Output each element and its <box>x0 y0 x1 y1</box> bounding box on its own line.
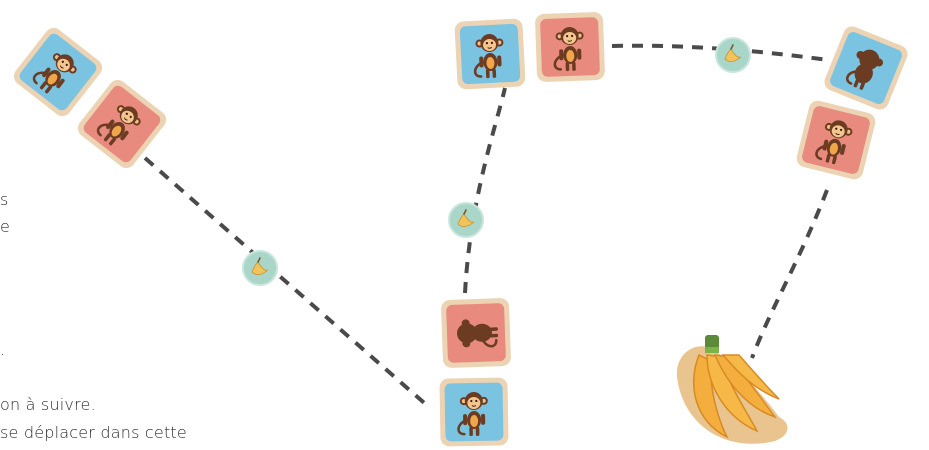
tile-a1 <box>10 24 106 120</box>
instruction-line-5: se déplacer dans cette <box>0 423 187 442</box>
path-segment-2 <box>463 87 507 294</box>
path-lines <box>143 43 829 410</box>
tile-b2 <box>534 11 606 83</box>
tile-c1 <box>821 23 911 113</box>
path-segment-4 <box>750 189 829 359</box>
banana-bunch-icon <box>676 335 788 444</box>
path-segment-3 <box>611 43 829 62</box>
instruction-line-4: on à suivre. <box>0 395 96 414</box>
banana-token-icon <box>715 37 751 73</box>
tile-d1 <box>440 297 512 369</box>
instruction-line-3: . <box>0 340 6 359</box>
banana-token-icon <box>242 250 278 286</box>
tile-a2 <box>74 76 170 172</box>
instruction-line-2: e <box>0 217 11 236</box>
path-segment-1 <box>143 156 432 410</box>
instruction-line-1: s <box>0 190 9 209</box>
banana-token-icon <box>448 202 484 238</box>
tile-d2 <box>439 377 509 447</box>
tile-c2 <box>794 98 878 182</box>
tile-b1 <box>454 18 526 90</box>
